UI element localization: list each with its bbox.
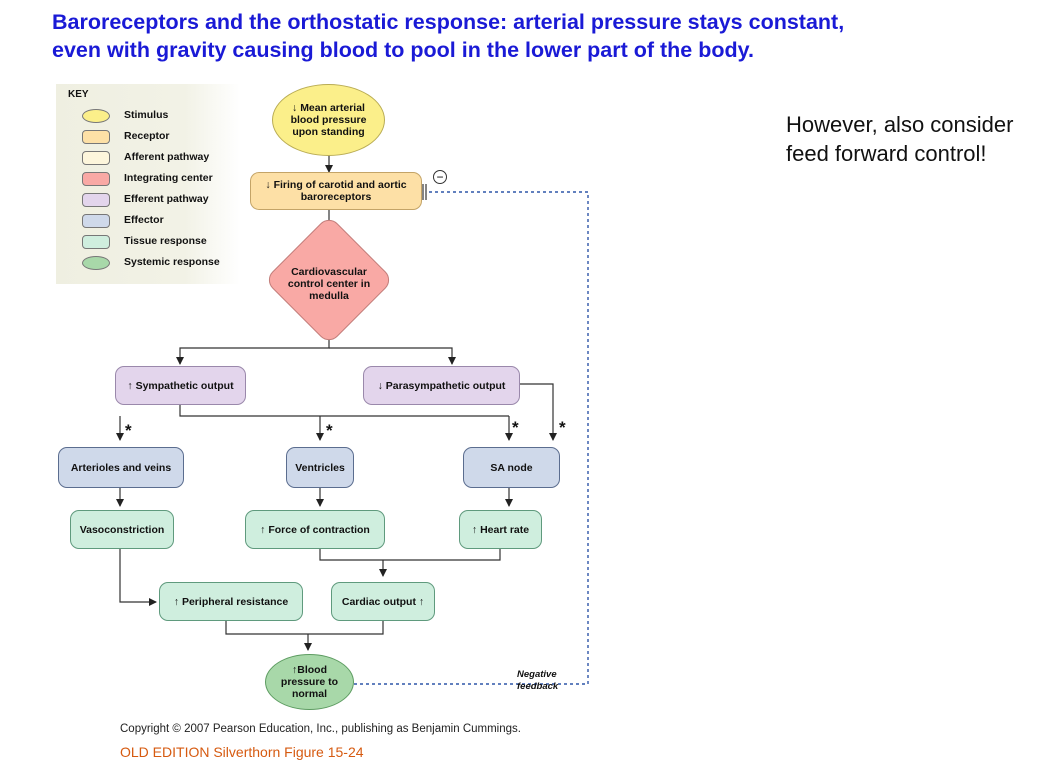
sa-node-node: SA node bbox=[463, 447, 560, 488]
ventricles-text: Ventricles bbox=[295, 461, 345, 474]
integrating-center-text: Cardiovascular control center in medulla bbox=[287, 266, 371, 302]
key-label: Receptor bbox=[124, 130, 170, 142]
cardiac-output-text: Cardiac output bbox=[341, 595, 416, 608]
sympathetic-branch bbox=[179, 405, 509, 417]
arrow-up-icon: ↑ bbox=[173, 595, 180, 608]
star-marker: * bbox=[512, 418, 519, 437]
systemic-swatch bbox=[82, 256, 110, 270]
tissue-swatch bbox=[82, 235, 110, 249]
arterioles-text: Arterioles and veins bbox=[70, 461, 172, 474]
side-note: However, also consider feed forward cont… bbox=[786, 112, 1014, 166]
arrow-down-icon: ↓ bbox=[292, 102, 298, 114]
cardiac-output-node: Cardiac output ↑ bbox=[331, 582, 435, 621]
integrating-swatch bbox=[82, 172, 110, 186]
stimulus-swatch bbox=[82, 109, 110, 123]
arrow-up-icon: ↑ bbox=[127, 379, 133, 392]
heart-rate-text: Heart rate bbox=[480, 523, 530, 536]
arrow-down-icon: ↓ bbox=[265, 179, 271, 191]
arterioles-veins-node: Arterioles and veins bbox=[58, 447, 184, 488]
receptor-swatch bbox=[82, 130, 110, 144]
vasoconstriction-text: Vasoconstriction bbox=[79, 523, 165, 536]
force-text: Force of contraction bbox=[268, 523, 370, 536]
efferent-swatch bbox=[82, 193, 110, 207]
peripheral-resistance-node: ↑ Peripheral resistance bbox=[159, 582, 303, 621]
star-marker: * bbox=[326, 421, 333, 440]
arrow-para-sa bbox=[520, 383, 557, 441]
receptor-node: ↓ Firing of carotid and aortic barorecep… bbox=[250, 172, 422, 210]
force-of-contraction-node: ↑ Force of contraction bbox=[245, 510, 385, 549]
negative-feedback-line-1: Negative bbox=[517, 669, 557, 680]
afferent-swatch bbox=[82, 151, 110, 165]
blood-pressure-text: Blood pressure to normal bbox=[280, 664, 339, 700]
effector-swatch bbox=[82, 214, 110, 228]
star-marker: * bbox=[125, 421, 132, 440]
arrow-center-parasympathetic bbox=[329, 347, 456, 365]
key-label: Integrating center bbox=[124, 172, 213, 184]
arrow-down-icon: ↓ bbox=[377, 379, 383, 392]
minus-sign-icon: − bbox=[433, 170, 447, 184]
key-label: Tissue response bbox=[124, 235, 207, 247]
heart-rate-node: ↑ Heart rate bbox=[459, 510, 542, 549]
slide-title: Baroreceptors and the orthostatic respon… bbox=[52, 8, 1032, 64]
key-label: Effector bbox=[124, 214, 164, 226]
arrow-up-icon: ↑ bbox=[418, 595, 425, 608]
arrow-up-icon: ↑ bbox=[471, 523, 478, 536]
vasoconstriction-node: Vasoconstriction bbox=[70, 510, 174, 549]
arrow-center-sympathetic bbox=[176, 328, 330, 365]
parasympathetic-text: Parasympathetic output bbox=[385, 379, 506, 392]
arrow-up-icon: ↑ bbox=[260, 523, 266, 536]
key-label: Stimulus bbox=[124, 109, 169, 121]
arrow-vaso-peripheral bbox=[119, 549, 157, 606]
blood-pressure-node: ↑Blood pressure to normal bbox=[265, 654, 354, 710]
key-label: Efferent pathway bbox=[124, 193, 209, 205]
title-line-2: even with gravity causing blood to pool … bbox=[52, 38, 754, 62]
ventricles-node: Ventricles bbox=[286, 447, 354, 488]
edition-caption: OLD EDITION Silverthorn Figure 15-24 bbox=[120, 744, 364, 760]
receptor-text: Firing of carotid and aortic barorecepto… bbox=[273, 179, 407, 203]
peripheral-text: Peripheral resistance bbox=[181, 595, 289, 608]
merge-resistance-output bbox=[225, 621, 384, 635]
key-title: KEY bbox=[68, 89, 89, 100]
negative-feedback-label: Negative feedback bbox=[517, 669, 558, 693]
star-marker: * bbox=[559, 418, 566, 437]
negative-feedback-line-2: feedback bbox=[517, 681, 559, 692]
stimulus-node: ↓ Mean arterial blood pressure upon stan… bbox=[272, 84, 385, 156]
stimulus-text: Mean arterial blood pressure upon standi… bbox=[290, 102, 367, 138]
merge-force-hr bbox=[319, 549, 501, 561]
copyright-text: Copyright © 2007 Pearson Education, Inc.… bbox=[120, 723, 521, 735]
parasympathetic-output-node: ↓ Parasympathetic output bbox=[363, 366, 520, 405]
sympathetic-text: Sympathetic output bbox=[135, 379, 234, 392]
title-line-1: Baroreceptors and the orthostatic respon… bbox=[52, 10, 845, 34]
key-legend: KEY Stimulus Receptor Afferent pathway I… bbox=[56, 84, 240, 284]
arrow-up-icon: ↑ bbox=[292, 664, 298, 676]
key-label: Systemic response bbox=[124, 256, 220, 268]
sympathetic-output-node: ↑ Sympathetic output bbox=[115, 366, 246, 405]
sa-node-text: SA node bbox=[490, 461, 533, 474]
negative-feedback-loop bbox=[354, 191, 589, 685]
key-label: Afferent pathway bbox=[124, 151, 210, 163]
